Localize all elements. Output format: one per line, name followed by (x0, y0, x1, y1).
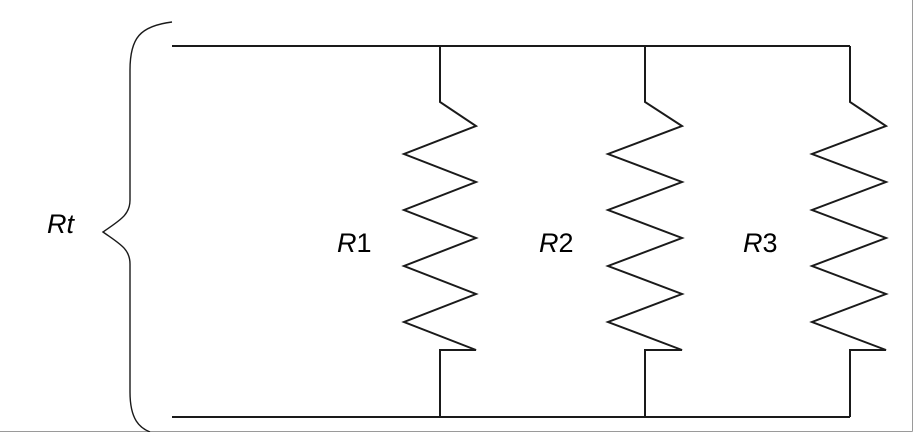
total-brace (101, 21, 173, 432)
label-r3: R3 (743, 228, 778, 258)
label-rt: Rt (47, 209, 76, 239)
label-r1: R1 (337, 228, 372, 258)
label-r2: R2 (539, 228, 574, 258)
resistor-r3 (809, 46, 889, 417)
resistor-r2 (605, 46, 685, 417)
resistor-r1 (401, 46, 479, 417)
